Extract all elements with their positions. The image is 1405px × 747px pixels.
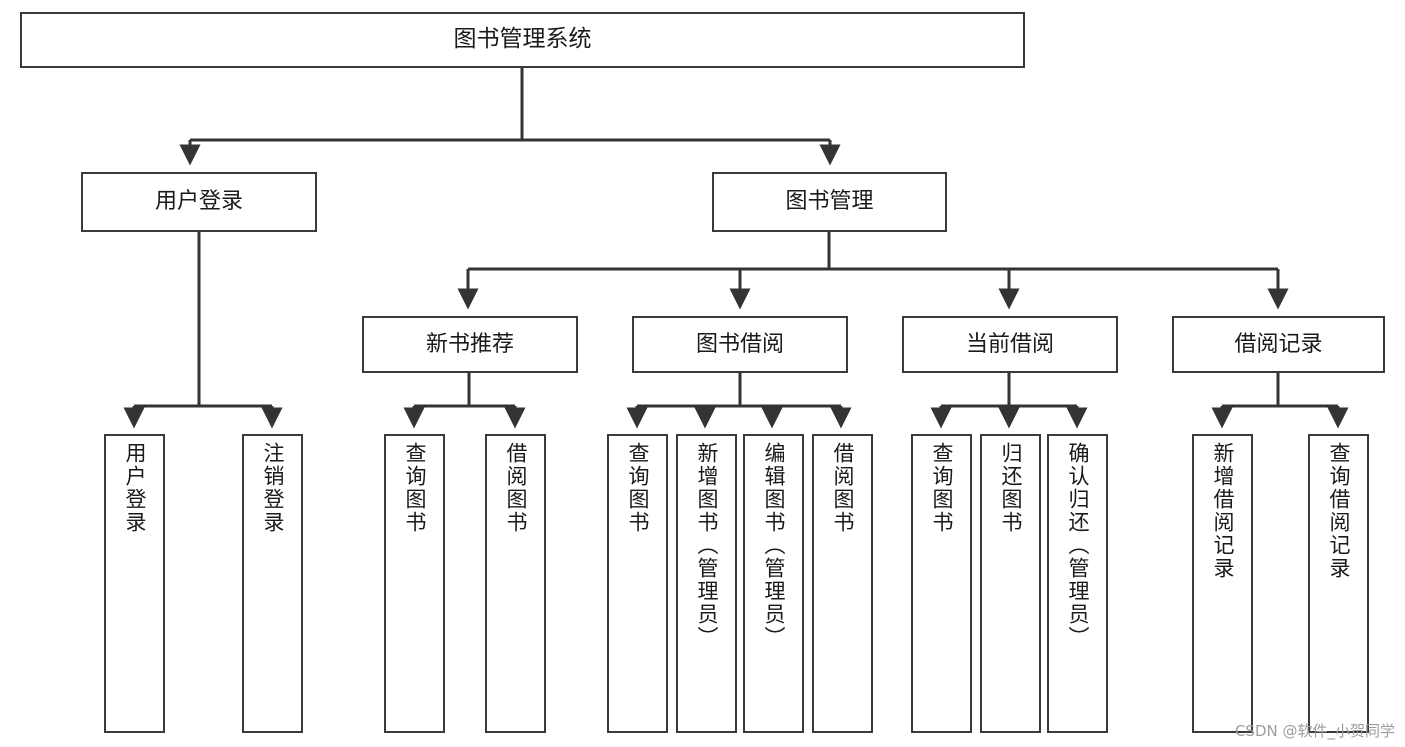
node-label: 注销登录: [261, 442, 285, 534]
leaf-borrow-records-add-record[interactable]: 新增借阅记录: [1192, 434, 1253, 733]
node-book-borrow[interactable]: 图书借阅: [632, 316, 848, 373]
watermark-csdn: CSDN @软件_小贺同学: [1234, 722, 1395, 740]
node-label: 新增图书（管理员）: [695, 442, 719, 649]
node-root-book-management-system[interactable]: 图书管理系统: [20, 12, 1025, 68]
node-label: 图书借阅: [695, 331, 784, 357]
node-user-login[interactable]: 用户登录: [81, 172, 317, 232]
node-book-management[interactable]: 图书管理: [712, 172, 947, 232]
node-borrow-records[interactable]: 借阅记录: [1172, 316, 1385, 373]
leaf-book-borrow-query-book[interactable]: 查询图书: [607, 434, 668, 733]
node-label: 借阅记录: [1234, 331, 1323, 357]
leaf-current-borrow-confirm-return-admin[interactable]: 确认归还（管理员）: [1047, 434, 1108, 733]
node-label: 确认归还（管理员）: [1066, 442, 1090, 649]
node-label: 用户登录: [123, 442, 147, 534]
node-label: 借阅图书: [504, 442, 528, 534]
leaf-current-borrow-return-book[interactable]: 归还图书: [980, 434, 1041, 733]
node-label: 查询图书: [626, 442, 650, 534]
leaf-book-borrow-add-book-admin[interactable]: 新增图书（管理员）: [676, 434, 737, 733]
leaf-book-borrow-edit-book-admin[interactable]: 编辑图书（管理员）: [743, 434, 804, 733]
node-current-borrow[interactable]: 当前借阅: [902, 316, 1118, 373]
node-label: 用户登录: [154, 189, 243, 215]
leaf-new-book-query-book[interactable]: 查询图书: [384, 434, 445, 733]
node-label: 图书管理系统: [453, 26, 592, 53]
node-label: 当前借阅: [965, 331, 1054, 357]
leaf-user-login-logout[interactable]: 注销登录: [242, 434, 303, 733]
node-new-book-recommend[interactable]: 新书推荐: [362, 316, 578, 373]
node-label: 归还图书: [999, 442, 1023, 534]
node-label: 编辑图书（管理员）: [762, 442, 786, 649]
node-label: 图书管理: [785, 189, 874, 215]
node-label: 查询图书: [403, 442, 427, 534]
node-label: 查询图书: [930, 442, 954, 534]
node-label: 借阅图书: [831, 442, 855, 534]
node-label: 新增借阅记录: [1211, 442, 1235, 580]
node-label: 新书推荐: [425, 331, 514, 357]
leaf-borrow-records-query-record[interactable]: 查询借阅记录: [1308, 434, 1369, 733]
leaf-book-borrow-borrow-book[interactable]: 借阅图书: [812, 434, 873, 733]
leaf-user-login-login[interactable]: 用户登录: [104, 434, 165, 733]
node-label: 查询借阅记录: [1327, 442, 1351, 580]
leaf-current-borrow-query-book[interactable]: 查询图书: [911, 434, 972, 733]
leaf-new-book-borrow-book[interactable]: 借阅图书: [485, 434, 546, 733]
